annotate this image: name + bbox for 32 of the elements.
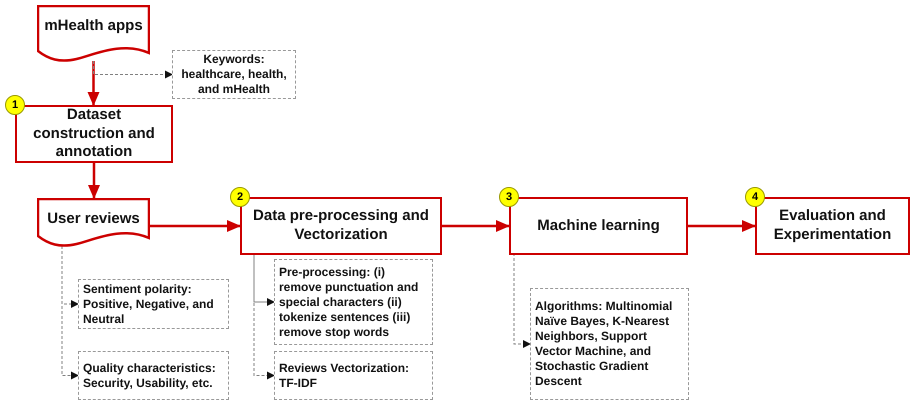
step-number-badge: 3: [499, 187, 519, 207]
document-shape: [37, 5, 150, 63]
node-label: Dataset construction and annotation: [32, 106, 156, 162]
node-label: Quality characteristics: Security, Usability, etc.: [83, 360, 217, 390]
node-label: Sentiment polarity: Positive, Negative, and Neutral: [83, 282, 215, 326]
node-label: Evaluation and Experimentation: [772, 207, 892, 245]
note-box: [172, 50, 296, 99]
arrow: [150, 220, 241, 232]
note-box: [274, 259, 433, 345]
document-shape: [37, 198, 150, 248]
node-label: Algorithms: Multinomial Naïve Bayes, K-Nearest Neighbors, Support Vector Machine, and Stochastic Gradient Descent: [535, 299, 674, 389]
node-label: User reviews: [47, 210, 140, 229]
arrow: [442, 220, 510, 232]
node-label: Machine learning: [537, 216, 660, 236]
note-box: [274, 351, 433, 400]
note-box: [78, 351, 229, 400]
note-box: [78, 279, 229, 329]
node-label: mHealth apps: [44, 17, 143, 36]
node-label: Data pre-processing and Vectorization: [252, 207, 430, 245]
step-number-badge: 1: [5, 95, 25, 115]
node-label: Reviews Vectorization: TF-IDF: [279, 360, 410, 390]
node-label: Keywords: healthcare, health, and mHealth: [180, 52, 288, 97]
arrow: [88, 161, 100, 199]
arrow: [62, 246, 79, 380]
arrow: [514, 252, 531, 348]
note-box: [530, 288, 689, 400]
arrow: [688, 220, 756, 232]
arrow: [88, 61, 100, 106]
arrow: [93, 60, 173, 78]
node-label: Pre-processing: (i) remove punctuation and special characters (ii) tokenize sentences (iii) remove stop words: [279, 264, 420, 340]
step-number-badge: 2: [230, 187, 250, 207]
step-number-badge: 4: [745, 187, 765, 207]
